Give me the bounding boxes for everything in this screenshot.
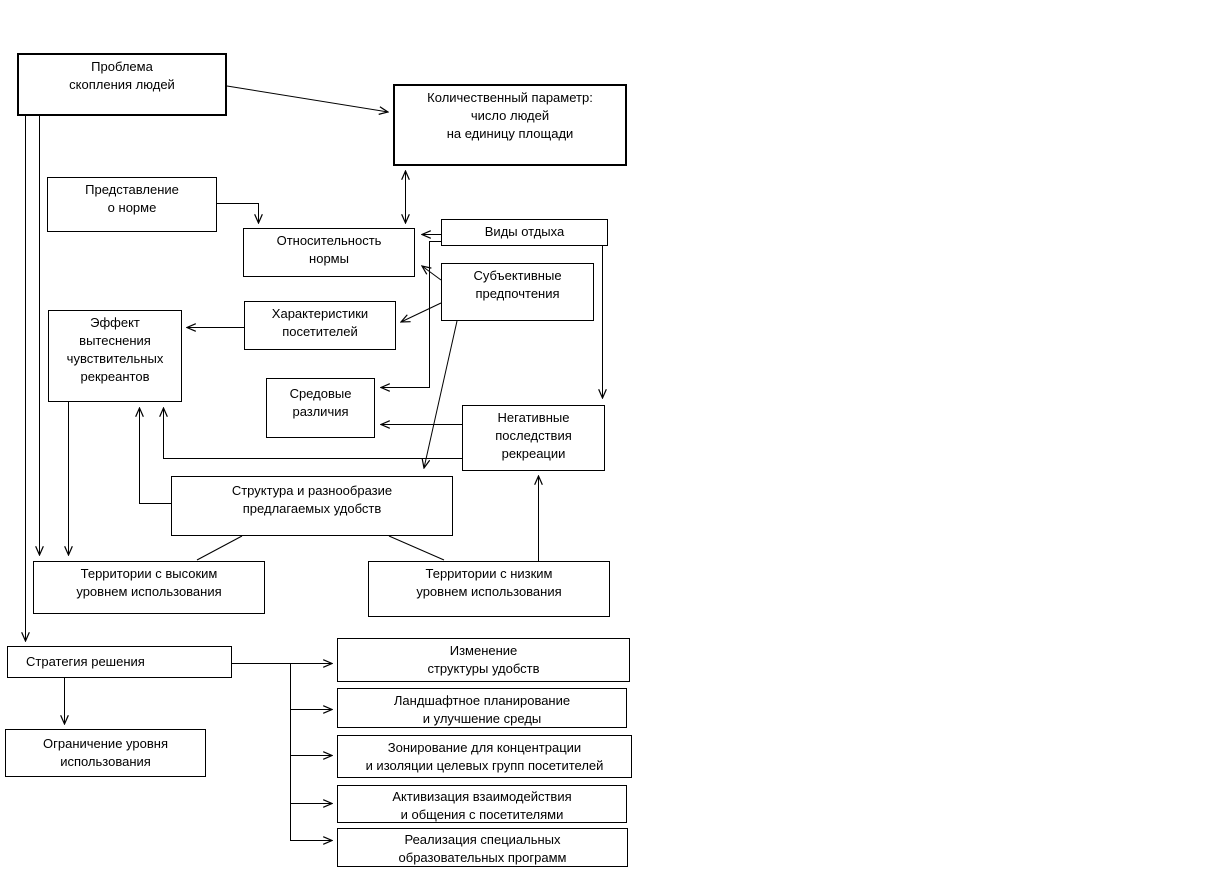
box-use-level-limitation: Ограничение уровня использования — [5, 729, 206, 777]
box-quantitative-parameter: Количественный параметр: число людей на … — [393, 84, 627, 166]
box-norm-relativity: Относительность нормы — [243, 228, 415, 277]
box-negative-consequences: Негативные последствия рекреации — [462, 405, 605, 471]
box-interaction-activation: Активизация взаимодействия и общения с п… — [337, 785, 627, 823]
box-displacement-effect: Эффект вытеснения чувствительных рекреан… — [48, 310, 182, 402]
box-amenities-change: Изменение структуры удобств — [337, 638, 630, 682]
box-landscape-planning: Ландшафтное планирование и улучшение сре… — [337, 688, 627, 728]
box-amenities-structure: Структура и разнообразие предлагаемых уд… — [171, 476, 453, 536]
box-crowding-problem: Проблема скопления людей — [17, 53, 227, 116]
box-environmental-differences: Средовые различия — [266, 378, 375, 438]
box-norm-concept: Представление о норме — [47, 177, 217, 232]
box-visitor-characteristics: Характеристики посетителей — [244, 301, 396, 350]
box-zoning: Зонирование для концентрации и изоляции … — [337, 735, 632, 778]
box-education-programs: Реализация специальных образовательных п… — [337, 828, 628, 867]
box-low-use-territories: Территории с низким уровнем использовани… — [368, 561, 610, 617]
box-subjective-preferences: Субъективные предпочтения — [441, 263, 594, 321]
box-recreation-types: Виды отдыха — [441, 219, 608, 246]
box-high-use-territories: Территории с высоким уровнем использован… — [33, 561, 265, 614]
box-solution-strategy: Стратегия решения — [7, 646, 232, 678]
